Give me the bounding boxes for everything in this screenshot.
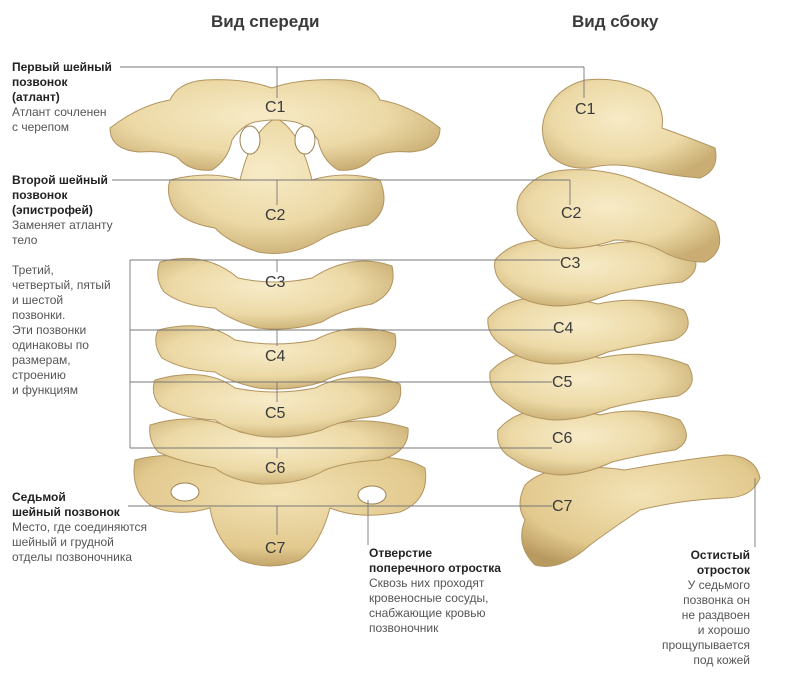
side-spine — [487, 78, 761, 567]
side-c4-shape — [487, 297, 689, 365]
vertebra-tags: C1 C2 C3 C4 C5 C6 C7 C1 C2 C3 C4 C5 C6 C… — [265, 99, 596, 557]
front-c3-shape — [157, 257, 394, 330]
side-tag-c1: C1 — [575, 101, 596, 118]
side-tag-c5: C5 — [552, 374, 573, 391]
front-tag-c3: C3 — [265, 274, 286, 291]
label-first-vertebra: Первый шейный позвонок (атлант) Атлант с… — [12, 60, 112, 134]
front-tag-c1: C1 — [265, 99, 286, 116]
front-view-title: Вид спереди — [211, 12, 320, 31]
front-c1-shape — [109, 79, 441, 171]
front-c7-foramen-left — [170, 482, 200, 502]
side-c2-shape — [516, 169, 721, 263]
side-tag-c6: C6 — [552, 430, 573, 447]
front-c1-foramen-right — [294, 125, 316, 155]
label-seventh-vertebra: Седьмой шейный позвонок Место, где соеди… — [12, 490, 147, 564]
side-view-title: Вид сбоку — [572, 12, 659, 31]
side-tag-c7: C7 — [552, 498, 573, 515]
front-tag-c6: C6 — [265, 460, 286, 477]
side-c7-shape — [519, 454, 761, 567]
front-tag-c2: C2 — [265, 207, 286, 224]
front-tag-c7: C7 — [265, 540, 286, 557]
side-tag-c3: C3 — [560, 255, 581, 272]
front-c1-foramen-left — [239, 125, 261, 155]
side-c5-shape — [489, 351, 693, 421]
label-spinous-process: Остистый отросток У седьмого позвонка он… — [661, 548, 750, 667]
front-c5-shape — [152, 374, 402, 438]
side-c1-shape — [541, 78, 717, 179]
label-second-vertebra: Второй шейный позвонок (эпистрофей) Заме… — [12, 173, 113, 247]
label-transverse-foramen: Отверстие поперечного отростка Сквозь ни… — [369, 546, 501, 635]
front-spine — [109, 79, 441, 567]
side-tag-c4: C4 — [553, 320, 574, 337]
front-tag-c5: C5 — [265, 405, 286, 422]
label-middle-vertebrae: Третий, четвертый, пятый и шестой позвон… — [12, 263, 111, 397]
side-tag-c2: C2 — [561, 205, 582, 222]
front-c7-foramen-right — [357, 485, 387, 505]
leader-lines — [112, 66, 756, 547]
front-tag-c4: C4 — [265, 348, 286, 365]
front-c4-shape — [155, 325, 397, 390]
